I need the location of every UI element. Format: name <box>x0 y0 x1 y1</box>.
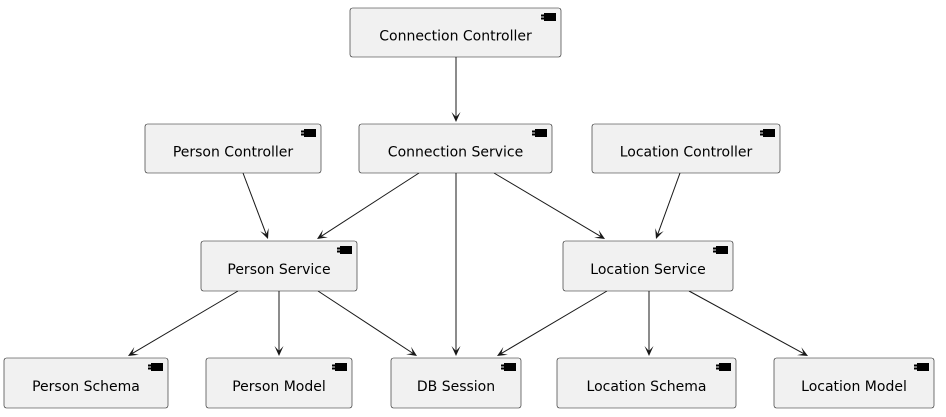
arrowhead <box>644 346 654 356</box>
dependency-arrow-location-service-to-location-model <box>688 290 808 356</box>
component-label: Connection Service <box>388 145 523 161</box>
component-label: Person Controller <box>173 145 294 161</box>
arrowhead <box>655 228 664 239</box>
dependency-arrow-location-controller-to-location-service <box>655 172 681 239</box>
dependency-arrow-person-service-to-person-schema <box>128 290 239 356</box>
component-label: DB Session <box>417 379 495 395</box>
dependency-arrow-connection-controller-to-connection-service <box>451 57 461 122</box>
component-label: Location Model <box>801 379 907 395</box>
component-label: Connection Controller <box>379 29 532 45</box>
component-location-service: Location Service <box>562 240 734 292</box>
dependency-arrow-location-service-to-location-schema <box>644 291 654 356</box>
dependency-arrow-person-service-to-person-model <box>274 291 284 356</box>
arrowhead <box>317 229 328 239</box>
arrowhead <box>274 346 284 356</box>
arrowhead <box>451 112 461 122</box>
component-label: Location Service <box>590 262 705 278</box>
dependency-arrow-location-service-to-db-session <box>497 290 608 356</box>
component-box <box>200 240 358 292</box>
arrowhead <box>260 228 269 239</box>
component-db-session: DB Session <box>390 357 522 409</box>
dependency-arrows <box>128 57 808 356</box>
component-box <box>3 357 169 409</box>
component-label: Person Model <box>232 379 326 395</box>
component-location-controller: Location Controller <box>591 123 781 174</box>
arrowhead <box>797 347 808 356</box>
component-label: Person Schema <box>32 379 140 395</box>
arrowhead <box>128 347 139 356</box>
component-location-schema: Location Schema <box>556 357 737 409</box>
dependency-arrow-connection-service-to-db-session <box>451 173 461 356</box>
component-box <box>205 357 353 409</box>
component-person-schema: Person Schema <box>3 357 169 409</box>
dependency-arrow-connection-service-to-person-service <box>317 172 420 239</box>
component-label: Location Controller <box>620 145 753 161</box>
component-box <box>358 123 553 174</box>
dependency-arrow-person-controller-to-person-service <box>242 172 269 239</box>
component-label: Location Schema <box>587 379 707 395</box>
component-box <box>349 7 562 58</box>
component-person-controller: Person Controller <box>144 123 322 174</box>
arrowhead <box>497 347 508 356</box>
component-connection-controller: Connection Controller <box>349 7 562 58</box>
arrowhead <box>451 346 461 356</box>
component-person-model: Person Model <box>205 357 353 409</box>
component-box <box>556 357 737 409</box>
dependency-arrow-connection-service-to-location-service <box>493 172 605 239</box>
component-location-model: Location Model <box>773 357 935 409</box>
component-box <box>390 357 522 409</box>
component-box <box>591 123 781 174</box>
component-box <box>773 357 935 409</box>
component-connection-service: Connection Service <box>358 123 553 174</box>
arrowhead <box>406 346 417 356</box>
component-box <box>144 123 322 174</box>
component-label: Person Service <box>227 262 330 278</box>
arrowhead <box>594 230 605 239</box>
component-person-service: Person Service <box>200 240 358 292</box>
component-box <box>562 240 734 292</box>
dependency-arrow-person-service-to-db-session <box>317 290 417 356</box>
